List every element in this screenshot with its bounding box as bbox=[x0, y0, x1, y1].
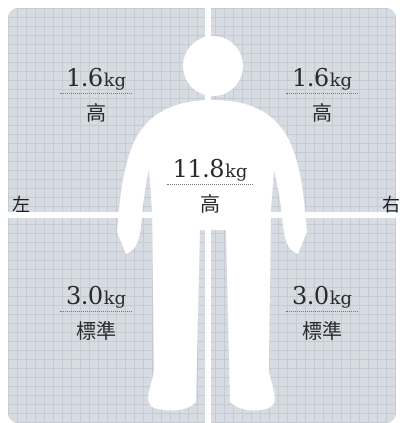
left-arm-value: 1.6 bbox=[65, 64, 103, 92]
left-arm-stat: 1.6kg 高 bbox=[46, 64, 146, 126]
right-leg-value: 3.0 bbox=[291, 282, 329, 310]
left-leg-value: 3.0 bbox=[65, 282, 103, 310]
left-arm-unit: kg bbox=[103, 70, 127, 91]
left-leg-level: 標準 bbox=[76, 319, 116, 343]
left-arm-value-line: 1.6kg bbox=[59, 64, 133, 94]
right-arm-value-line: 1.6kg bbox=[285, 64, 359, 94]
right-arm-unit: kg bbox=[329, 70, 353, 91]
trunk-unit: kg bbox=[225, 161, 248, 182]
right-leg-unit: kg bbox=[329, 288, 353, 309]
right-leg-level: 標準 bbox=[302, 319, 342, 343]
trunk-level: 高 bbox=[200, 192, 220, 216]
trunk-value: 11.8 bbox=[172, 155, 225, 183]
left-leg-value-line: 3.0kg bbox=[59, 282, 133, 312]
left-leg-unit: kg bbox=[103, 288, 127, 309]
left-side-label: 左 bbox=[12, 195, 30, 216]
left-leg-stat: 3.0kg 標準 bbox=[46, 282, 146, 344]
right-arm-level: 高 bbox=[312, 101, 332, 125]
trunk-value-line: 11.8kg bbox=[166, 155, 254, 185]
right-arm-stat: 1.6kg 高 bbox=[272, 64, 372, 126]
right-leg-value-line: 3.0kg bbox=[285, 282, 359, 312]
trunk-stat: 11.8kg 高 bbox=[160, 155, 260, 217]
right-leg-stat: 3.0kg 標準 bbox=[272, 282, 372, 344]
left-arm-level: 高 bbox=[86, 101, 106, 125]
right-side-label: 右 bbox=[382, 195, 400, 216]
right-arm-value: 1.6 bbox=[291, 64, 329, 92]
